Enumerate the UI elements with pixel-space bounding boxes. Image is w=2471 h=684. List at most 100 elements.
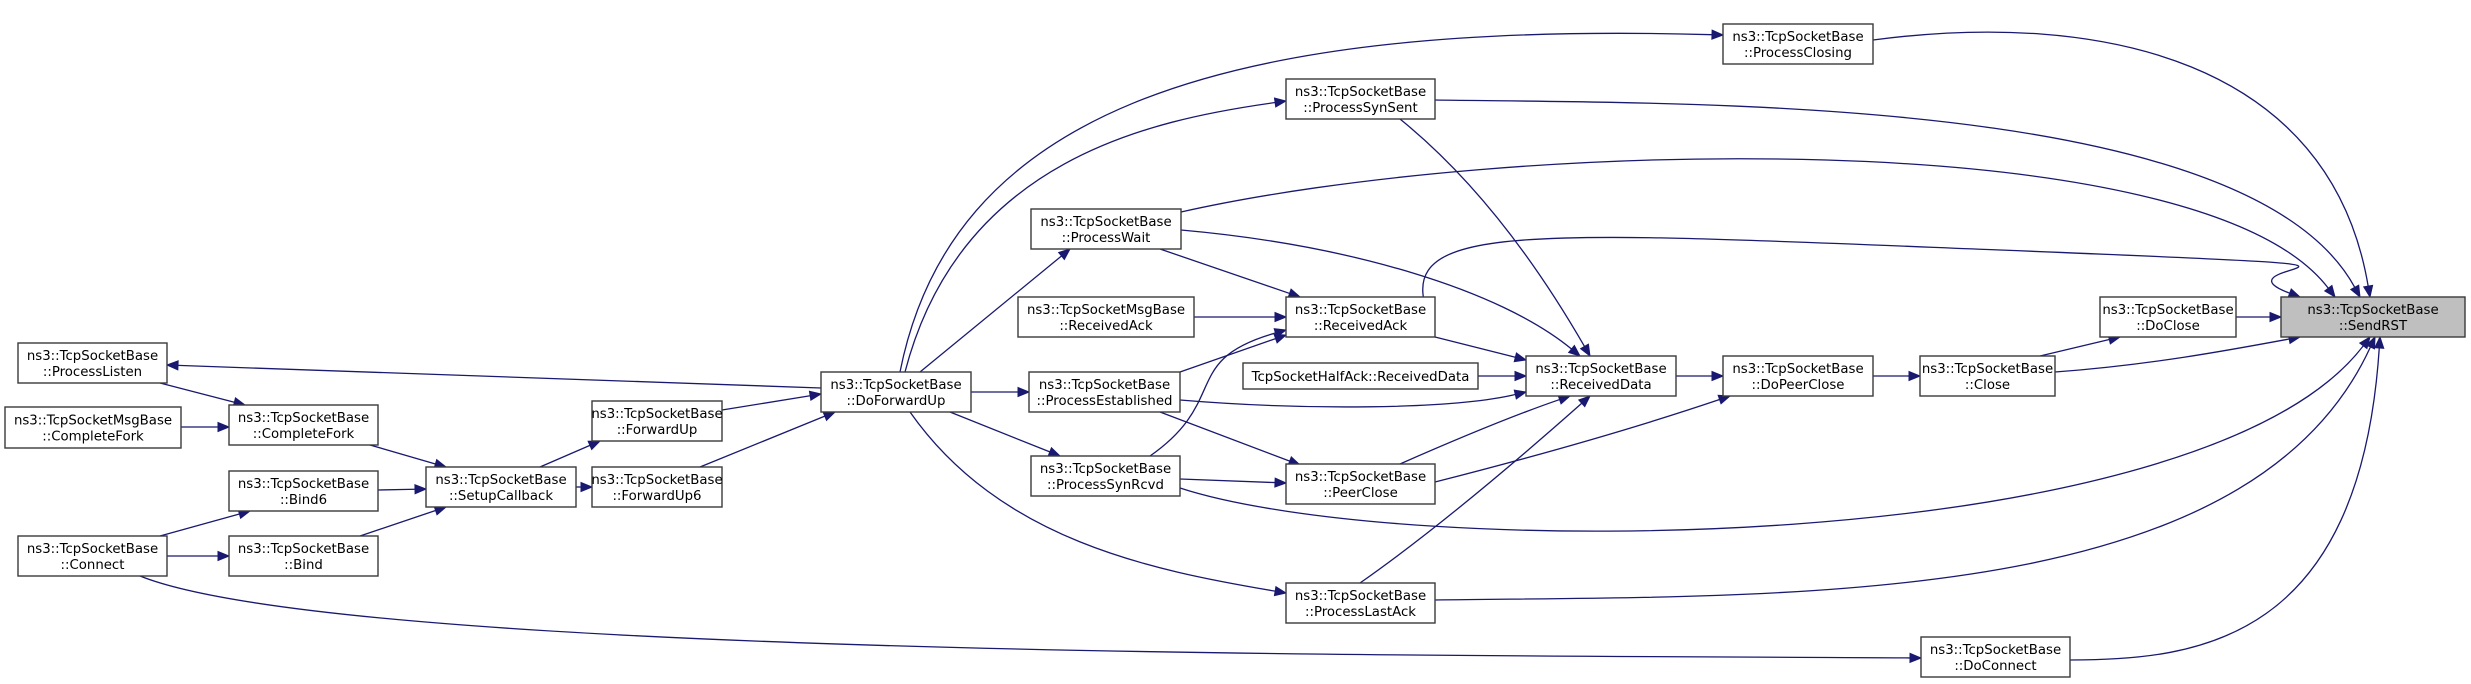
node-class-label: ns3::TcpSocketBase (1732, 30, 1863, 45)
edge-DoForwardUp-to-ProcessListen (165, 360, 822, 389)
node-class-label: ns3::TcpSocketBase (1295, 85, 1426, 100)
node-process-wait[interactable]: ns3::TcpSocketBase::ProcessWait (1030, 208, 1182, 250)
edge-ProcessWait-to-ReceivedAck (1159, 248, 1302, 299)
edge-DoForwardUp-to-ProcessEstablished (971, 386, 1031, 398)
node-box (425, 466, 577, 508)
node-box (820, 371, 972, 413)
node-process-closing[interactable]: ns3::TcpSocketBase::ProcessClosing (1722, 23, 1874, 65)
arrowhead-icon (2269, 311, 2283, 323)
node-half-ack-received-data[interactable]: TcpSocketHalfAck::ReceivedData (1242, 362, 1479, 390)
node-process-syn-rcvd[interactable]: ns3::TcpSocketBase::ProcessSynRcvd (1030, 455, 1181, 497)
edge-DoForwardUp-to-ProcessSynSent (904, 97, 1288, 373)
arrowhead-icon (1909, 652, 1923, 664)
edge-ProcessEstablished-to-ReceivedData (1179, 389, 1528, 408)
edges-layer (139, 29, 2385, 664)
node-process-established[interactable]: ns3::TcpSocketBase::ProcessEstablished (1028, 371, 1181, 413)
arrowhead-icon (1017, 386, 1031, 398)
node-class-label: ns3::TcpSocketBase (1040, 215, 1171, 230)
node-method-label: ::ProcessListen (43, 365, 142, 380)
node-method-label: ::ProcessWait (1062, 231, 1151, 246)
node-process-listen[interactable]: ns3::TcpSocketBase::ProcessListen (17, 342, 168, 384)
edge-line (159, 382, 235, 403)
node-received-data[interactable]: ns3::TcpSocketBase::ReceivedData (1525, 355, 1677, 397)
node-box (1285, 582, 1436, 624)
node-do-connect[interactable]: ns3::TcpSocketBase::DoConnect (1920, 636, 2071, 678)
node-box (591, 466, 723, 508)
node-process-last-ack[interactable]: ns3::TcpSocketBase::ProcessLastAck (1285, 582, 1436, 624)
node-box (591, 400, 723, 442)
edge-Bind6-to-SetupCallback (377, 483, 428, 495)
node-class-label: ns3::TcpSocketBase (1295, 589, 1426, 604)
edge-line (377, 488, 416, 491)
node-box (1919, 355, 2056, 397)
edge-ProcessWait-to-ReceivedData (1180, 229, 1582, 357)
edge-line (1180, 229, 1572, 350)
arrowhead-icon (2349, 284, 2361, 299)
arrowhead-icon (1274, 311, 1288, 323)
edge-line (1179, 345, 2364, 532)
node-box (228, 404, 379, 446)
node-bind6[interactable]: ns3::TcpSocketBase::Bind6 (228, 470, 379, 512)
node-method-label: ::DoConnect (1954, 659, 2036, 674)
arrowhead-icon (2374, 335, 2385, 349)
arrowhead-icon (822, 411, 837, 422)
edge-line (1179, 478, 1276, 484)
node-complete-fork[interactable]: ns3::TcpSocketBase::CompleteFork (228, 404, 379, 446)
node-box (17, 342, 168, 384)
edge-CompleteFork-to-SetupCallback (369, 444, 448, 469)
edge-Close-to-SendRST (2054, 333, 2302, 373)
node-method-label: ::ForwardUp (617, 423, 698, 438)
node-forward-up[interactable]: ns3::TcpSocketBase::ForwardUp (591, 400, 723, 442)
node-box (1285, 296, 1436, 338)
node-process-syn-sent[interactable]: ns3::TcpSocketBase::ProcessSynSent (1285, 78, 1436, 120)
node-method-label: ::DoForwardUp (847, 394, 946, 409)
node-class-label: ns3::TcpSocketMsgBase (14, 414, 172, 429)
node-close[interactable]: ns3::TcpSocketBase::Close (1919, 355, 2056, 397)
node-class-label: ns3::TcpSocketBase (591, 473, 722, 488)
node-setup-callback[interactable]: ns3::TcpSocketBase::SetupCallback (425, 466, 577, 508)
arrowhead-icon (1567, 344, 1582, 357)
edge-line (139, 575, 1911, 659)
node-box (1722, 355, 1874, 397)
node-msg-complete-fork[interactable]: ns3::TcpSocketMsgBase::CompleteFork (4, 406, 182, 449)
node-box (17, 535, 168, 577)
arrowhead-icon (1577, 395, 1591, 408)
arrowhead-icon (1908, 370, 1922, 382)
node-class-label: ns3::TcpSocketBase (238, 411, 369, 426)
arrowhead-icon (1047, 446, 1062, 457)
node-msg-received-ack[interactable]: ns3::TcpSocketMsgBase::ReceivedAck (1017, 296, 1195, 338)
node-class-label: ns3::TcpSocketBase (1930, 643, 2061, 658)
arrowhead-icon (1514, 370, 1528, 382)
node-box (1242, 362, 1479, 390)
edge-DoClose-to-SendRST (2236, 311, 2283, 323)
arrowhead-icon (217, 550, 231, 562)
node-class-label: ns3::TcpSocketMsgBase (1027, 303, 1185, 318)
edge-ProcessSynRcvd-to-ReceivedAck (1149, 328, 1288, 457)
node-send-rst: ns3::TcpSocketBase::SendRST (2280, 296, 2466, 338)
edge-line (949, 411, 1051, 453)
node-box (1028, 371, 1181, 413)
arrowhead-icon (580, 481, 594, 493)
edge-line (1159, 248, 1290, 295)
node-method-label: ::ProcessEstablished (1037, 394, 1173, 409)
edge-DoForwardUp-to-ProcessLastAck (909, 411, 1288, 597)
node-bind[interactable]: ns3::TcpSocketBase::Bind (228, 535, 379, 577)
arrowhead-icon (808, 390, 823, 402)
edge-Connect-to-Bind6 (159, 509, 252, 537)
node-peer-close[interactable]: ns3::TcpSocketBase::PeerClose (1285, 463, 1436, 505)
node-do-peer-close[interactable]: ns3::TcpSocketBase::DoPeerClose (1722, 355, 1874, 397)
node-received-ack[interactable]: ns3::TcpSocketBase::ReceivedAck (1285, 296, 1436, 338)
edge-line (721, 395, 811, 411)
node-method-label: ::ProcessClosing (1744, 46, 1852, 61)
node-box (1030, 208, 1182, 250)
edge-ProcessLastAck-to-ReceivedData (1359, 395, 1591, 584)
edge-ForwardUp6-to-DoForwardUp (699, 411, 837, 468)
node-do-forward-up[interactable]: ns3::TcpSocketBase::DoForwardUp (820, 371, 972, 413)
node-forward-up6[interactable]: ns3::TcpSocketBase::ForwardUp6 (591, 466, 723, 508)
node-connect[interactable]: ns3::TcpSocketBase::Connect (17, 535, 168, 577)
node-box (1285, 78, 1436, 120)
node-box (1285, 463, 1436, 505)
node-method-label: ::Bind (284, 558, 323, 573)
edge-line (1434, 398, 1720, 483)
node-do-close[interactable]: ns3::TcpSocketBase::DoClose (2099, 296, 2237, 338)
